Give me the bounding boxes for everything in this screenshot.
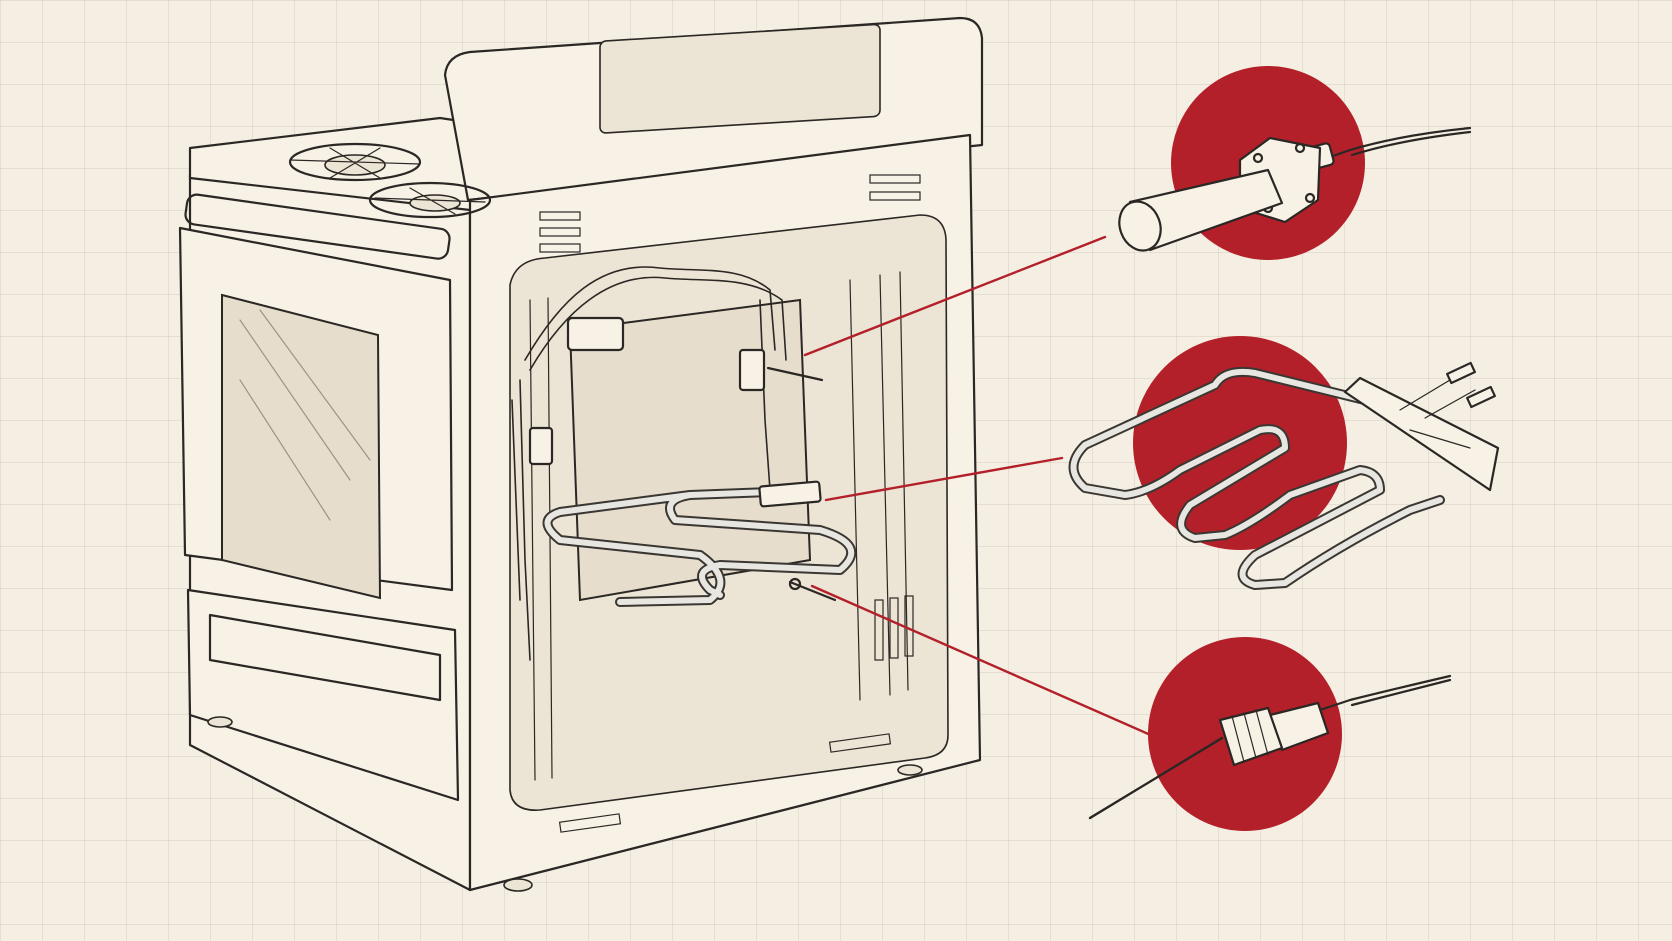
- bake-element-callout: [1068, 336, 1500, 590]
- top-vents: [539, 174, 921, 253]
- cooktop-burners: [288, 142, 492, 219]
- internal-wiring: [511, 266, 824, 661]
- storage-drawer: [186, 588, 923, 892]
- temperature-sensor-icon: [1088, 674, 1452, 820]
- leader-sensor: [810, 584, 1164, 742]
- leader-lines: [803, 235, 1164, 742]
- wire-connector: [528, 426, 554, 466]
- display-panel: [599, 23, 881, 134]
- installed-igniter: [766, 366, 824, 382]
- heating-element-icon: [1068, 361, 1500, 590]
- installed-bake-element: [542, 480, 857, 607]
- door-handle: [184, 193, 451, 260]
- leader-igniter: [803, 235, 1107, 357]
- igniter-mount: [738, 348, 766, 392]
- igniter-callout: [1118, 66, 1472, 260]
- junction-box: [566, 316, 625, 352]
- door-window: [221, 293, 382, 600]
- igniter-icon: [1118, 126, 1472, 252]
- installed-sensor: [788, 577, 837, 602]
- leader-bake-element: [824, 456, 1064, 502]
- temperature-sensor-callout: [1088, 637, 1452, 831]
- oven-door: [178, 193, 454, 600]
